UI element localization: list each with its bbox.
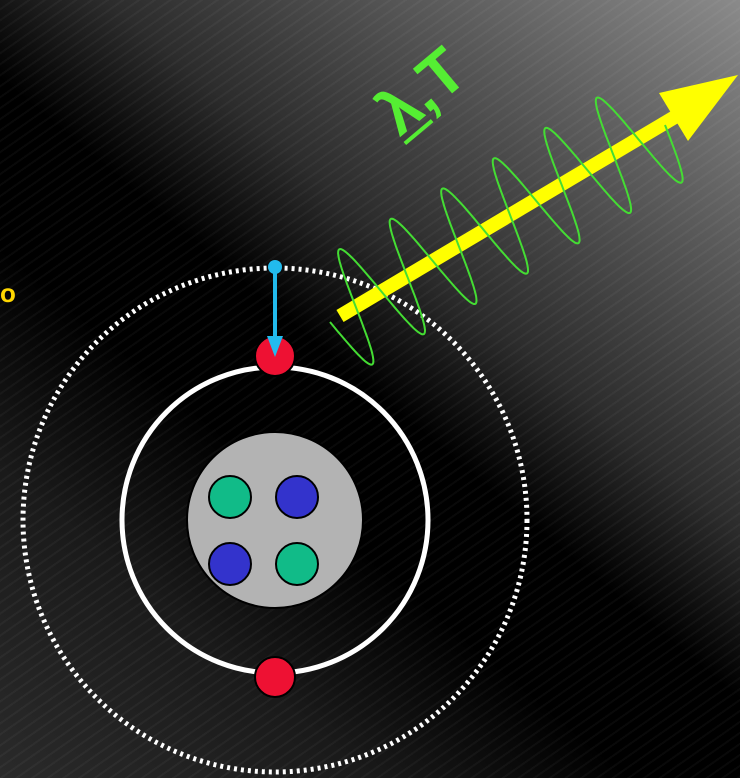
electron xyxy=(254,656,296,698)
proton xyxy=(208,542,252,586)
photon-wave xyxy=(329,96,684,366)
photon-arrow-icon xyxy=(336,75,738,323)
side-label: o xyxy=(0,278,16,308)
nucleus xyxy=(186,431,364,609)
downward-transition-arrow-icon xyxy=(267,260,283,357)
neutron xyxy=(208,475,252,519)
proton xyxy=(275,475,319,519)
neutron xyxy=(275,542,319,586)
outer-orbit xyxy=(20,265,530,775)
